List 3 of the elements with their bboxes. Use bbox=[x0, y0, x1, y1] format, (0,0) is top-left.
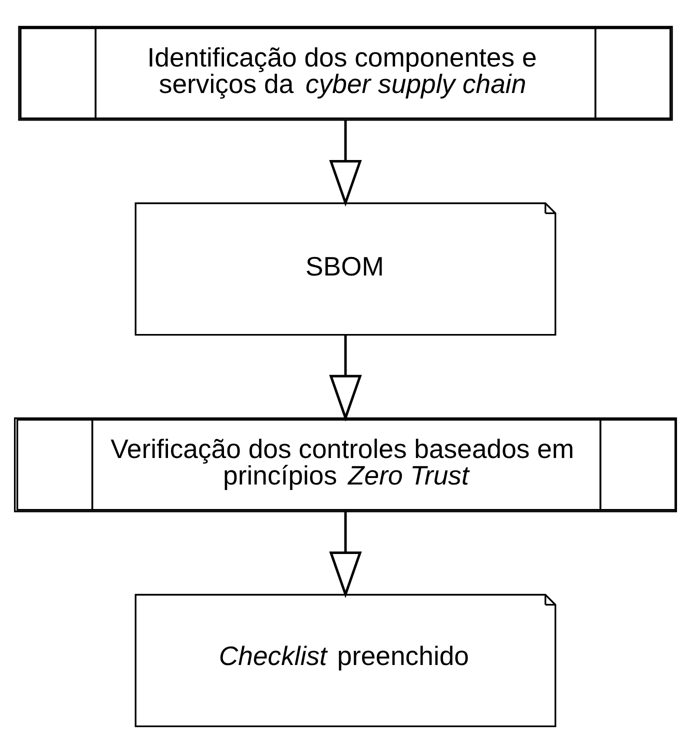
arrow bbox=[329, 334, 362, 422]
arrow bbox=[329, 120, 362, 206]
arrow bbox=[329, 511, 362, 598]
